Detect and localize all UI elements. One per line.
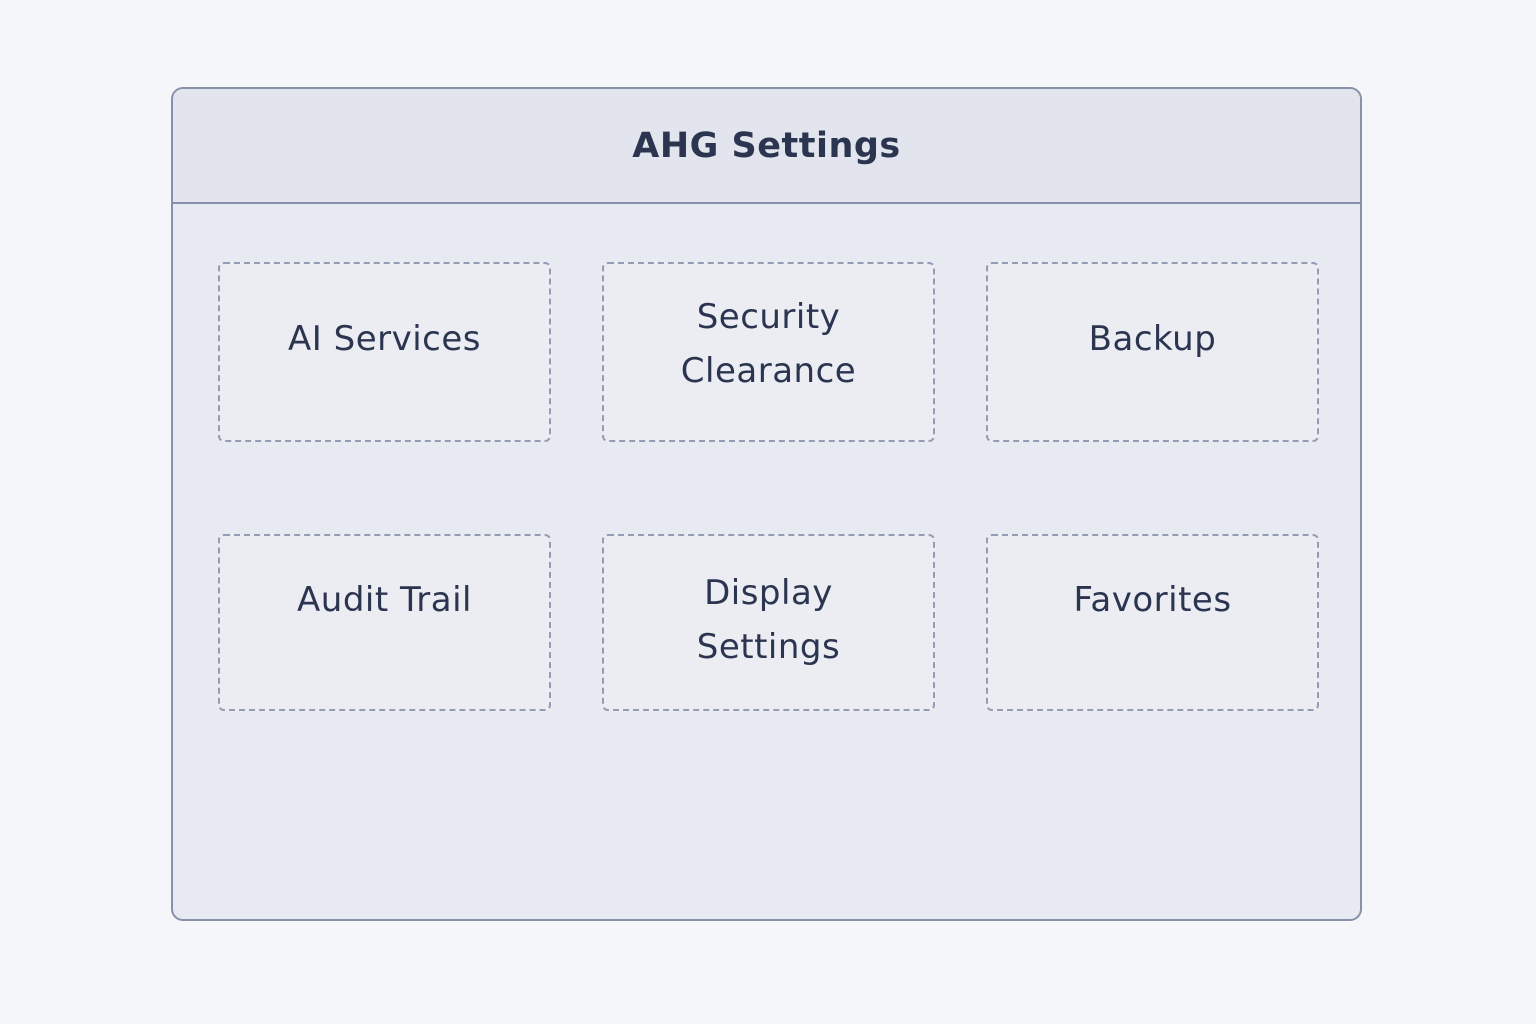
- card-label: Security Clearance: [680, 297, 857, 391]
- card-label: Favorites: [1073, 580, 1232, 620]
- card-label: AI Services: [288, 319, 481, 359]
- card-ai-services[interactable]: AI Services: [218, 262, 551, 442]
- card-label: Backup: [1088, 319, 1217, 359]
- settings-window: AHG Settings AI Services Security Cleara…: [171, 87, 1362, 921]
- card-backup[interactable]: Backup: [986, 262, 1319, 442]
- card-audit-trail[interactable]: Audit Trail: [218, 534, 551, 711]
- card-label: Audit Trail: [297, 580, 472, 620]
- card-security-clearance[interactable]: Security Clearance: [602, 262, 935, 442]
- window-title: AHG Settings: [632, 125, 901, 166]
- card-label: Display Settings: [696, 573, 841, 667]
- card-display-settings[interactable]: Display Settings: [602, 534, 935, 711]
- window-header: AHG Settings: [173, 89, 1360, 204]
- card-favorites[interactable]: Favorites: [986, 534, 1319, 711]
